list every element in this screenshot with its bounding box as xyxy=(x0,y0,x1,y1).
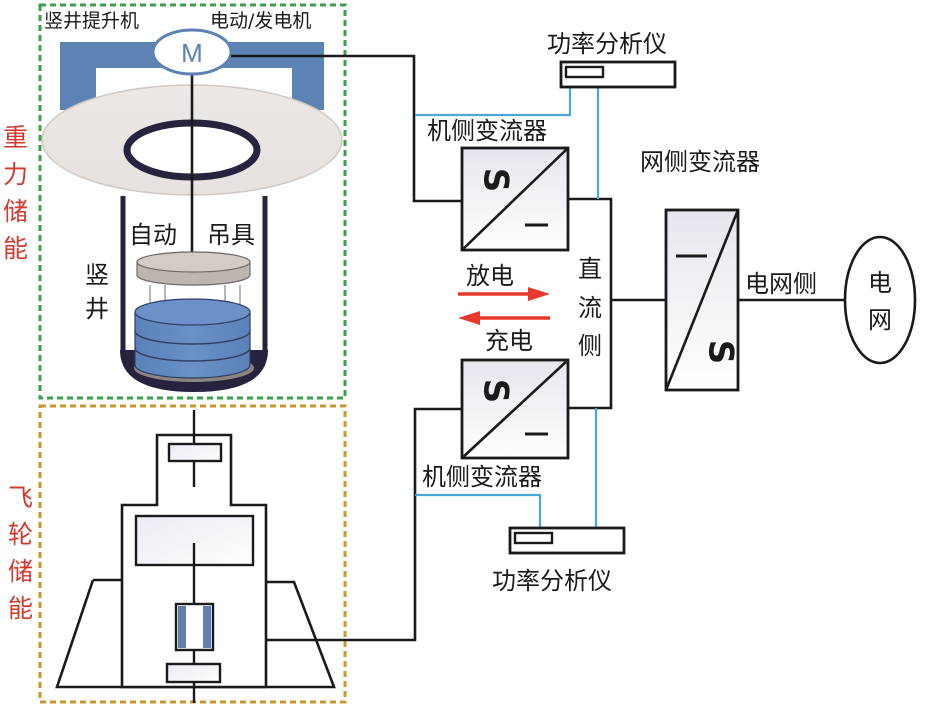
energy-flow: 放电 充电 xyxy=(458,262,550,355)
flywheel-side-label-1: 飞 xyxy=(8,483,33,512)
flywheel-side-label-4: 能 xyxy=(8,594,33,623)
upper-converter-ac-symbol: S xyxy=(476,168,516,193)
power-grid: 电 网 xyxy=(843,235,917,365)
flywheel-side-label-3: 储 xyxy=(8,557,33,586)
grid-converter-ac-symbol: S xyxy=(701,340,741,365)
discharge-label: 放电 xyxy=(466,262,514,290)
meas-wire-lower-1 xyxy=(415,493,542,528)
upper-machine-side-converter-label: 机侧变流器 xyxy=(427,117,547,145)
flywheel-motor xyxy=(174,602,215,652)
gravity-storage-border xyxy=(38,3,347,400)
gravity-side-label-1: 重 xyxy=(3,123,28,152)
lower-power-analyzer: 功率分析仪 xyxy=(492,526,626,595)
wire-motor-to-upper-converter xyxy=(231,54,462,203)
lower-converter-ac-symbol: S xyxy=(476,379,516,404)
flywheel-storage-section: 飞 轮 储 能 xyxy=(8,404,347,704)
gravity-side-label-3: 储 xyxy=(3,197,28,226)
grid-label-1: 电 xyxy=(868,269,892,297)
shaft-label-1: 竖 xyxy=(85,261,109,289)
wire-flywheel-to-lower-converter xyxy=(266,407,462,642)
gravity-weight-stack xyxy=(134,298,251,379)
lower-machine-side-converter: S xyxy=(460,358,570,460)
grid-side-converter: S xyxy=(664,208,741,392)
charge-arrow-icon xyxy=(458,311,480,325)
motor-label: 电动/发电机 xyxy=(210,10,311,32)
power-wires xyxy=(231,54,846,642)
auto-spreader-label-2: 吊具 xyxy=(207,221,255,249)
gravity-side-label-2: 力 xyxy=(3,160,28,189)
motor-generator xyxy=(151,28,233,76)
lower-power-analyzer-label: 功率分析仪 xyxy=(492,567,612,595)
shaft-label-2: 井 xyxy=(85,295,109,323)
auto-spreader-label-1: 自动 xyxy=(129,221,177,249)
flywheel-side-label-2: 轮 xyxy=(8,520,33,549)
meas-wire-upper-1 xyxy=(415,87,572,117)
hoist-label: 竖井提升机 xyxy=(44,10,139,32)
motor-symbol: M xyxy=(181,38,203,68)
dc-bus-box xyxy=(568,197,613,410)
dc-bus-label-2: 流 xyxy=(578,294,602,322)
grid-label-2: 网 xyxy=(868,306,892,334)
flywheel-bottom-bearing xyxy=(165,662,222,684)
lower-machine-side-converter-label: 机侧变流器 xyxy=(422,463,542,491)
upper-machine-side-converter: S xyxy=(460,146,570,252)
discharge-arrow-icon xyxy=(528,287,550,301)
upper-power-analyzer: 功率分析仪 xyxy=(547,30,677,89)
gravity-side-label-4: 能 xyxy=(3,234,28,263)
upper-power-analyzer-label: 功率分析仪 xyxy=(547,30,667,58)
charge-label: 充电 xyxy=(485,327,533,355)
grid-side-converter-label: 网侧变流器 xyxy=(640,148,760,176)
hoist-frame xyxy=(60,42,324,110)
flywheel-base xyxy=(55,578,336,689)
gravity-storage-section: 重 力 储 能 竖井提升机 电动/发电机 M 自动 吊具 竖 井 xyxy=(3,3,347,400)
flywheel-top-bearing xyxy=(167,442,223,463)
flywheel-storage-border xyxy=(38,404,347,704)
dc-bus-label-3: 侧 xyxy=(578,332,602,360)
measurement-wires xyxy=(415,87,600,528)
dc-bus-label-1: 直 xyxy=(578,255,602,283)
grid-side-label: 电网侧 xyxy=(745,270,817,298)
